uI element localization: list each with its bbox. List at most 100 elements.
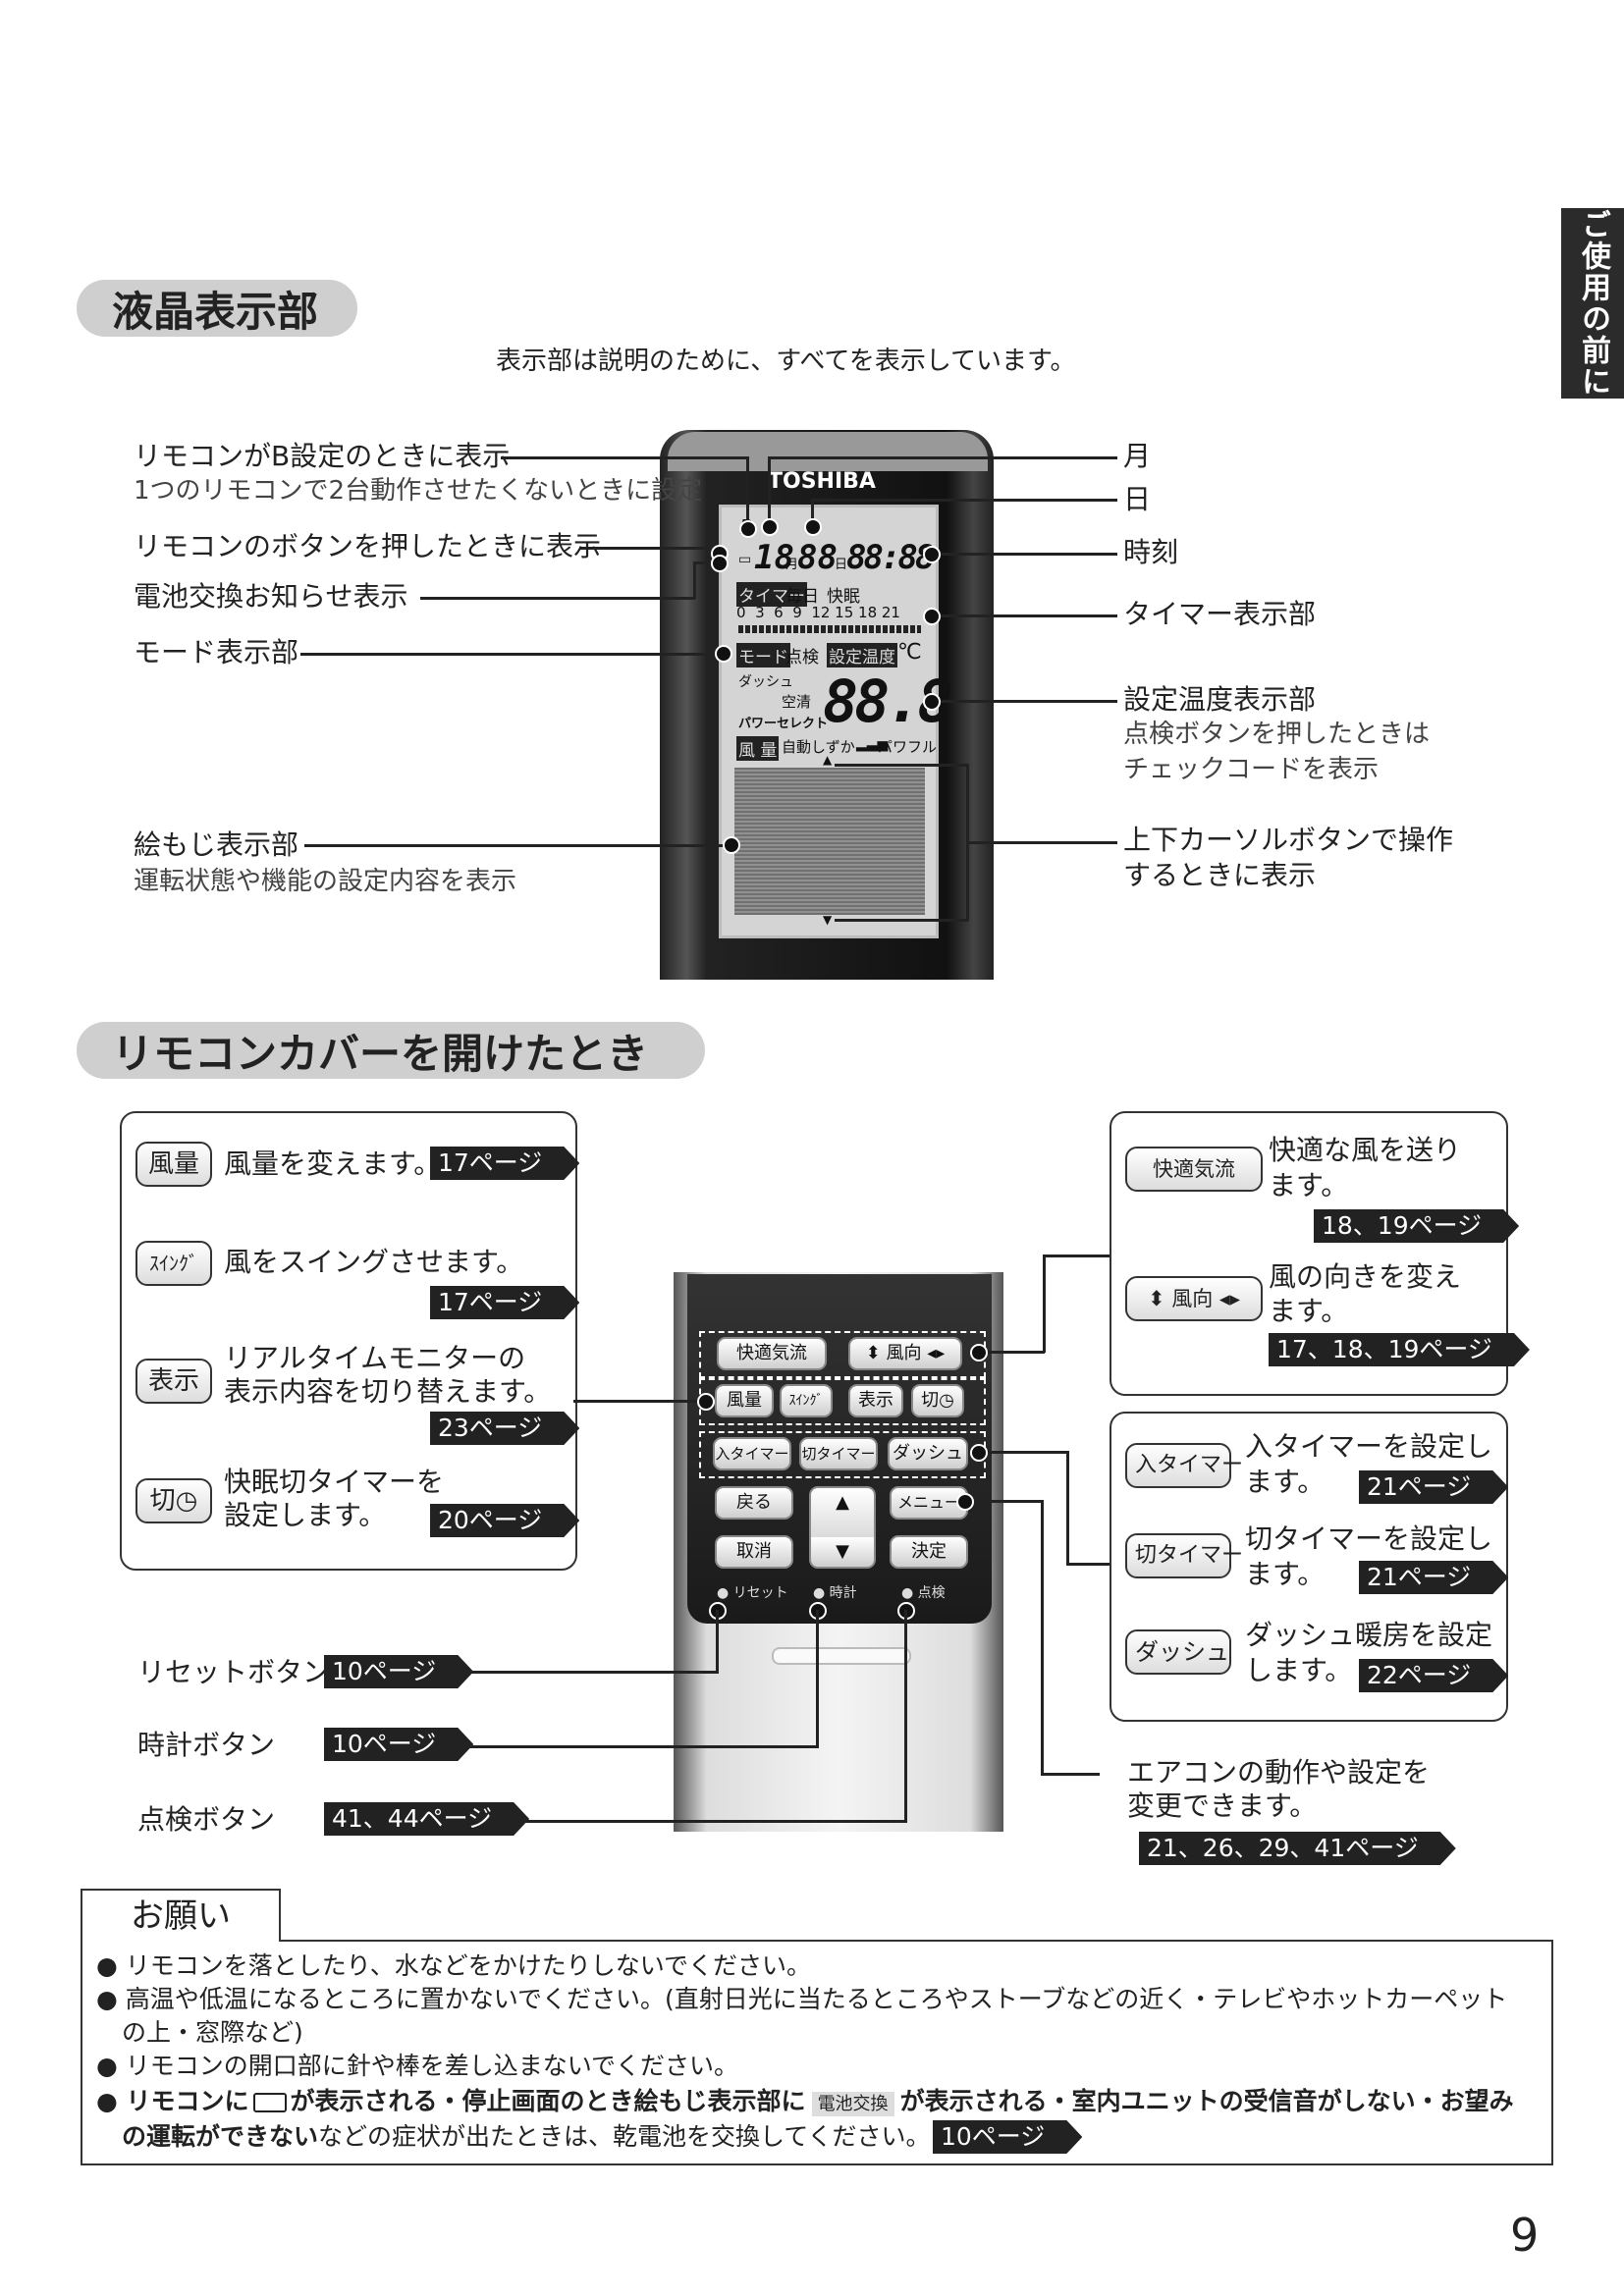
leader-line xyxy=(693,561,696,599)
off-timer-button[interactable]: 切タイマー xyxy=(799,1437,878,1470)
lcd-air-clean: 空清 xyxy=(782,693,812,711)
page-ref-tag[interactable]: 18、19ページ xyxy=(1314,1209,1519,1243)
page-ref-tag[interactable]: 21ページ xyxy=(1359,1470,1508,1504)
lcd-fan-label: 風 量 xyxy=(736,736,780,761)
swing-icon: ｽｲﾝｸﾞ xyxy=(135,1241,212,1286)
note-item-battery: ● リモコンにが表示される・停止画面のとき絵もじ表示部に電池交換が表示される・室… xyxy=(96,2087,1514,2116)
label-day: 日 xyxy=(1123,483,1152,515)
cancel-button[interactable]: 取消 xyxy=(715,1535,793,1569)
leader-line xyxy=(931,553,1117,556)
leader-line xyxy=(813,499,1117,502)
leader-dot xyxy=(956,1493,974,1511)
direction-desc-2: ます。 xyxy=(1269,1295,1349,1327)
sleep-off-timer-button[interactable]: 切◷ xyxy=(911,1384,964,1417)
on-timer-desc-2: ます。 xyxy=(1245,1466,1326,1498)
note-item: ● 高温や低温になるところに置かないでください。(直射日光に当たるところやストー… xyxy=(96,1985,1508,2013)
leader-line xyxy=(716,1610,719,1673)
leader-dot xyxy=(970,1344,988,1362)
page-ref-tag[interactable]: 20ページ xyxy=(430,1504,579,1537)
notes-title: お願い xyxy=(81,1889,281,1942)
leader-line xyxy=(1066,1451,1069,1565)
page-ref-tag[interactable]: 17ページ xyxy=(430,1286,579,1319)
comfort-desc-1: 快適な風を送り xyxy=(1269,1134,1462,1166)
leader-dot xyxy=(923,693,941,711)
comfort-airflow-button[interactable]: 快適気流 xyxy=(717,1337,827,1370)
notes-box xyxy=(81,1940,1553,2165)
leader-line xyxy=(931,700,1117,703)
page-ref-tag[interactable]: 21、26、29、41ページ xyxy=(1139,1832,1456,1865)
page-ref-tag[interactable]: 17、18、19ページ xyxy=(1269,1333,1530,1366)
lcd-time: 88:88 xyxy=(846,538,935,577)
brand-logo: TOSHIBA xyxy=(768,469,876,494)
leader-line xyxy=(811,499,814,526)
check-button[interactable]: ● 点検 xyxy=(901,1585,946,1601)
ok-button[interactable]: 決定 xyxy=(890,1535,968,1569)
leader-line xyxy=(573,1400,711,1403)
leader-line xyxy=(962,1500,1043,1503)
leader-line xyxy=(746,456,749,527)
page-ref-tag[interactable]: 10ページ xyxy=(324,1655,473,1688)
page-ref-tag[interactable]: 41、44ページ xyxy=(324,1802,529,1836)
leader-line xyxy=(835,764,968,767)
display-button[interactable]: 表示 xyxy=(848,1384,903,1417)
page-ref-tag[interactable]: 10ページ xyxy=(933,2120,1082,2154)
leader-line xyxy=(768,456,771,525)
fan-speed-icon: 風量 xyxy=(135,1142,212,1187)
check-button-label: 点検ボタン xyxy=(137,1803,276,1836)
leader-dot xyxy=(923,608,941,625)
leader-line xyxy=(1066,1563,1110,1566)
leader-line xyxy=(1043,1255,1110,1257)
leader-dot xyxy=(711,555,729,572)
leader-dot xyxy=(804,518,822,536)
page-ref-tag[interactable]: 23ページ xyxy=(430,1412,579,1445)
leader-line xyxy=(501,456,748,459)
off-timer-desc-1: 切タイマーを設定し xyxy=(1245,1522,1493,1555)
page-ref-tag[interactable]: 21ページ xyxy=(1359,1561,1508,1594)
dash-button[interactable]: ダッシュ xyxy=(888,1437,968,1470)
leader-line xyxy=(904,1610,907,1822)
page-ref-tag[interactable]: 22ページ xyxy=(1359,1659,1508,1692)
label-battery: 電池交換お知らせ表示 xyxy=(134,580,408,613)
lcd-day: 88 xyxy=(797,538,838,577)
clock-button[interactable]: ● 時計 xyxy=(813,1585,857,1601)
sleep-timer-desc-1: 快眠切タイマーを xyxy=(224,1466,445,1498)
dash-icon: ダッシュ xyxy=(1125,1629,1231,1675)
leader-line xyxy=(976,1351,1045,1354)
label-cursor: 上下カーソルボタンで操作 xyxy=(1123,824,1454,856)
on-timer-button[interactable]: 入タイマー xyxy=(713,1437,791,1470)
swing-button[interactable]: ｽｲﾝｸﾞ xyxy=(780,1384,833,1417)
settings-desc-2: 変更できます。 xyxy=(1127,1789,1318,1822)
page-ref-tag[interactable]: 17ページ xyxy=(430,1147,579,1180)
comfort-desc-2: ます。 xyxy=(1269,1169,1349,1201)
leader-dot xyxy=(697,1393,715,1411)
battery-change-badge: 電池交換 xyxy=(811,2092,894,2116)
on-timer-desc-1: 入タイマーを設定し xyxy=(1245,1430,1493,1463)
cursor-down-button[interactable]: ▼ xyxy=(809,1537,876,1569)
leader-line xyxy=(1043,1255,1046,1353)
airflow-direction-button[interactable]: ⬍ 風向 ◂▸ xyxy=(848,1337,962,1370)
display-icon: 表示 xyxy=(135,1359,212,1404)
leader-line xyxy=(816,1610,819,1747)
leader-line xyxy=(966,764,969,921)
leader-line xyxy=(514,1820,907,1823)
back-button[interactable]: 戻る xyxy=(715,1486,793,1520)
leader-line xyxy=(931,614,1117,617)
reset-button[interactable]: ● リセット xyxy=(717,1585,788,1601)
off-timer-desc-2: ます。 xyxy=(1245,1558,1326,1590)
leader-line xyxy=(976,1451,1068,1454)
side-tab: ご使用の前に xyxy=(1561,208,1624,399)
leader-dot xyxy=(970,1444,988,1462)
label-set-temp-sub: 点検ボタンを押したときは チェックコードを表示 xyxy=(1123,720,1431,784)
leader-line xyxy=(1041,1773,1100,1776)
leader-dot xyxy=(723,836,740,854)
lcd-fan-bars-icon: ▂▃▅ xyxy=(856,736,889,752)
leader-line xyxy=(835,919,968,922)
page-ref-tag[interactable]: 10ページ xyxy=(324,1728,473,1761)
lcd-sleep: 快眠 xyxy=(827,587,860,607)
battery-icon: ▭ xyxy=(738,552,752,567)
battery-icon xyxy=(252,2093,287,2112)
label-timer-display: タイマー表示部 xyxy=(1123,598,1317,630)
fan-speed-button[interactable]: 風量 xyxy=(715,1384,774,1417)
page-number: 9 xyxy=(1510,2209,1540,2262)
label-mode: モード表示部 xyxy=(134,636,299,668)
